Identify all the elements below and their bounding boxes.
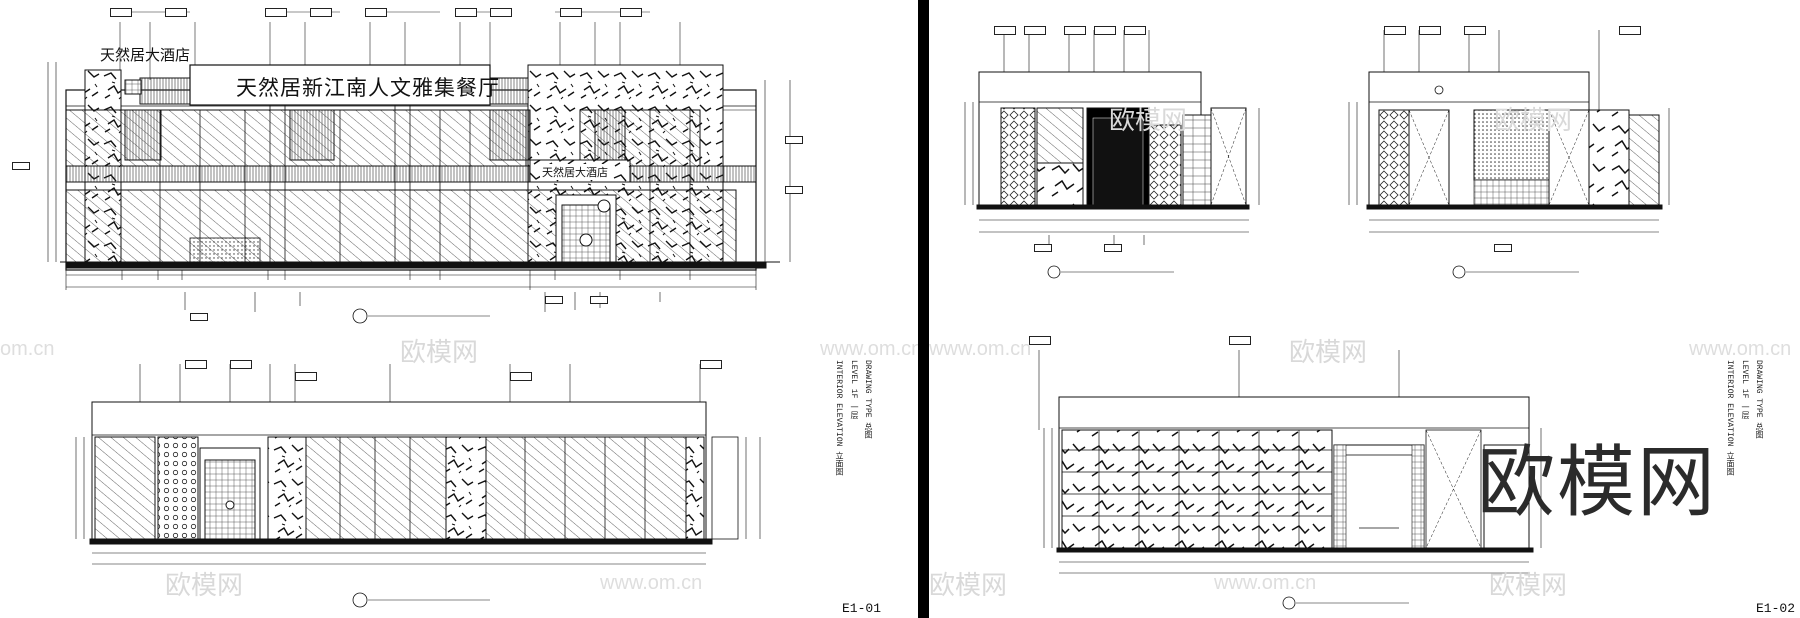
watermark-url: www.om.cn	[600, 572, 703, 594]
material-tag	[560, 8, 582, 17]
material-tag	[1494, 244, 1512, 252]
drawing-sheet-e1-01: 天然居大酒店 天然居新江南人文雅集餐厅 天然居大酒店 INTERIOR ELEV…	[0, 8, 918, 616]
watermark-url: www.om.cn	[1689, 338, 1792, 360]
material-tag	[1464, 26, 1486, 35]
watermark-text: 欧模网	[400, 338, 479, 368]
material-tag	[12, 162, 30, 170]
material-tag	[165, 8, 187, 17]
material-tag	[265, 8, 287, 17]
material-tag	[1619, 26, 1641, 35]
drawing-sheet-e1-02: 欧模网 欧模网 欧模网 欧模网 欧模网 欧模网 www.om.cn www.om…	[929, 0, 1800, 618]
material-tag	[185, 360, 207, 369]
interior-elevation-2	[964, 30, 1260, 279]
hotel-name-label: 天然居大酒店	[100, 46, 191, 64]
watermark-text: 欧模网	[1489, 571, 1568, 601]
sheet-divider	[918, 0, 929, 618]
material-tag	[700, 360, 722, 369]
sheet-number: E1-01	[842, 601, 882, 616]
material-tag	[1384, 26, 1406, 35]
material-tag	[190, 313, 208, 321]
titleblock-drawing-type: DRAWING TYPE 总图	[863, 360, 872, 439]
material-tag	[110, 8, 132, 17]
watermark-logo-text: 欧模网	[1477, 438, 1718, 528]
interior-elevation-3	[1348, 30, 1670, 279]
material-tag	[785, 136, 803, 144]
titleblock-category: INTERIOR ELEVATION 立面图	[834, 360, 843, 476]
material-tag	[310, 8, 332, 17]
titleblock-drawing-type: DRAWING TYPE 总图	[1754, 360, 1763, 439]
watermark-url: www.om.cn	[929, 338, 1032, 360]
material-tag	[1094, 26, 1116, 35]
material-tag	[1104, 244, 1122, 252]
material-tag	[230, 360, 252, 369]
restaurant-signage-title: 天然居新江南人文雅集餐厅	[236, 76, 500, 100]
interior-elevation-4	[1038, 350, 1542, 610]
storefront-sign: 天然居大酒店	[540, 164, 610, 180]
exterior-elevation	[47, 11, 791, 324]
watermark-text: 欧模网	[1289, 338, 1368, 368]
watermark-url: www.om.cn	[1214, 572, 1317, 594]
material-tag	[1124, 26, 1146, 35]
material-tag	[590, 296, 608, 304]
watermark-text: 欧模网	[165, 571, 244, 601]
material-tag	[785, 186, 803, 194]
watermark-url: om.cn	[0, 338, 55, 360]
material-tag	[510, 372, 532, 381]
material-tag	[365, 8, 387, 17]
titleblock-category: INTERIOR ELEVATION 立面图	[1725, 360, 1734, 476]
material-tag	[295, 372, 317, 381]
watermark-url: www.om.cn	[820, 338, 918, 360]
material-tag	[1229, 336, 1251, 345]
left-sheet-linework	[47, 11, 791, 608]
material-tag	[1029, 336, 1051, 345]
watermark-text: 欧模网	[929, 571, 1008, 601]
titleblock-level: LEVEL 1F 一层	[849, 360, 858, 420]
sheet-number: E1-02	[1756, 601, 1796, 616]
watermark-text: 欧模网	[1109, 106, 1188, 136]
material-tag	[455, 8, 477, 17]
watermark-text: 欧模网	[1494, 106, 1573, 136]
material-tag	[490, 8, 512, 17]
right-sheet-linework	[964, 30, 1670, 610]
material-tag	[545, 296, 563, 304]
material-tag	[994, 26, 1016, 35]
material-tag	[1064, 26, 1086, 35]
material-tag	[1419, 26, 1441, 35]
interior-elevation-1	[75, 364, 761, 608]
material-tag	[1024, 26, 1046, 35]
titleblock-level: LEVEL 1F 一层	[1740, 360, 1749, 420]
material-tag	[620, 8, 642, 17]
material-tag	[1034, 244, 1052, 252]
